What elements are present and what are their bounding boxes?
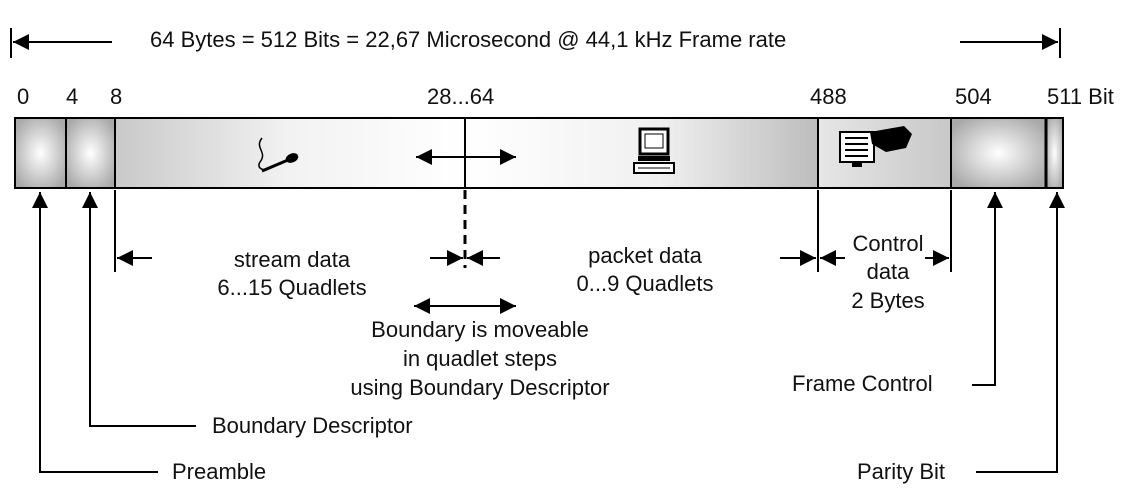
parity-bit-callout: Parity Bit <box>857 459 946 484</box>
control-data-segment <box>818 118 951 188</box>
frame-title: 64 Bytes = 512 Bits = 22,67 Microsecond … <box>150 27 787 52</box>
bit-label-4: 4 <box>66 84 79 109</box>
stream-data-segment <box>115 118 465 188</box>
boundary-descriptor-callout: Boundary Descriptor <box>212 413 413 438</box>
boundary-note-line1: Boundary is moveable <box>371 317 589 342</box>
frame-span-arrow <box>10 28 1061 58</box>
computer-icon <box>633 127 675 174</box>
stream-data-dimension <box>114 190 463 272</box>
packet-data-label: packet data <box>588 243 702 268</box>
frame-control-callout: Frame Control <box>792 371 933 396</box>
preamble-leader <box>32 192 158 473</box>
bit-label-488: 488 <box>810 84 847 109</box>
bit-label-504: 504 <box>955 84 992 109</box>
boundary-descriptor-segment <box>66 118 115 188</box>
stream-data-size: 6...15 Quadlets <box>217 275 367 300</box>
boundary-note-line2: in quadlet steps <box>402 346 558 371</box>
control-data-label-2: data <box>866 259 910 284</box>
packet-data-size: 0...9 Quadlets <box>576 271 714 296</box>
control-data-dimension <box>817 190 952 272</box>
bit-label-boundary: 28...64 <box>427 84 495 109</box>
boundary-descriptor-leader <box>82 192 196 427</box>
frame-control-segment <box>951 118 1046 188</box>
parity-bit-leader <box>976 192 1065 473</box>
boundary-note-line3: using Boundary Descriptor <box>350 375 610 400</box>
bit-label-511: 511 Bit <box>1047 84 1114 109</box>
frame-control-leader <box>972 192 1003 386</box>
stream-data-label: stream data <box>233 247 351 272</box>
frame-outline <box>14 117 1064 189</box>
hand-control-icon <box>839 126 912 167</box>
parity-bit-segment <box>1046 118 1063 188</box>
microphone-icon <box>258 137 299 173</box>
preamble-callout: Preamble <box>172 459 267 484</box>
control-data-label: Control <box>852 231 924 256</box>
control-data-size: 2 Bytes <box>851 288 925 313</box>
preamble-segment <box>15 118 66 188</box>
bit-label-0: 0 <box>17 84 30 109</box>
bit-label-8: 8 <box>110 84 123 109</box>
